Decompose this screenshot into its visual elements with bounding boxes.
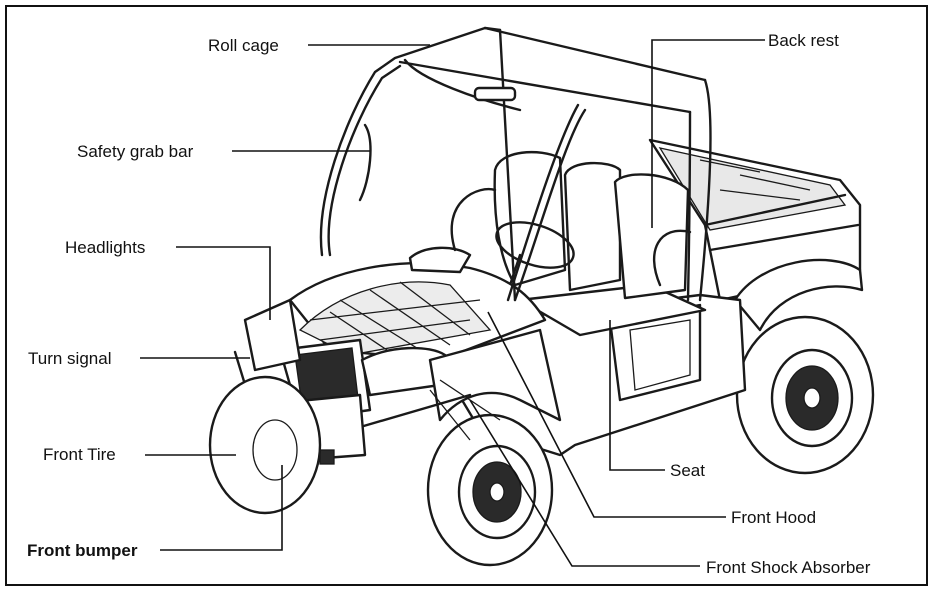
label-front-bumper: Front bumper — [27, 541, 138, 560]
leader-headlights — [176, 246, 271, 320]
part-labels: Roll cage Back rest Safety grab bar Head… — [27, 31, 871, 577]
label-front-shock-absorber: Front Shock Absorber — [706, 558, 871, 577]
leader-front-shock-absorber — [469, 399, 700, 567]
label-headlights: Headlights — [65, 238, 145, 257]
label-front-hood: Front Hood — [731, 508, 816, 527]
label-front-tire: Front Tire — [43, 445, 116, 464]
leader-lines — [140, 39, 765, 567]
leader-seat — [609, 320, 665, 471]
vehicle-illustration — [208, 26, 875, 567]
leader-front-hood — [487, 311, 726, 518]
label-roll-cage: Roll cage — [208, 36, 279, 55]
leader-front-bumper — [160, 465, 283, 551]
label-safety-grab-bar: Safety grab bar — [77, 142, 194, 161]
label-back-rest: Back rest — [768, 31, 839, 50]
label-turn-signal: Turn signal — [28, 349, 111, 368]
leader-back-rest — [651, 39, 765, 228]
label-seat: Seat — [670, 461, 705, 480]
